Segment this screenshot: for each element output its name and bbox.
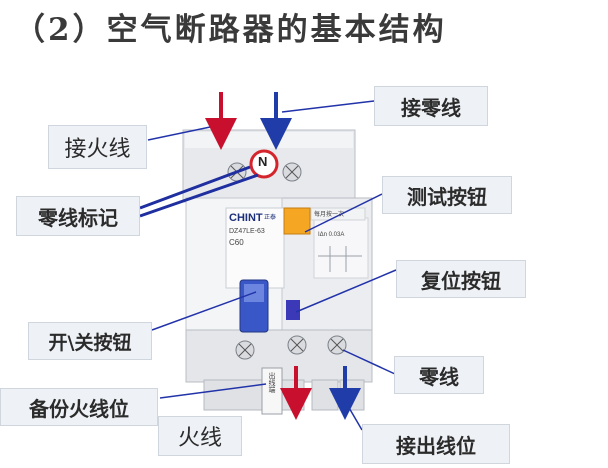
label-live: 火线 xyxy=(158,416,242,456)
neutral-mark-circle xyxy=(249,149,279,179)
label-neutral-in: 接零线 xyxy=(374,86,488,126)
brand-logo: CHINT xyxy=(229,212,263,224)
page-title: （2）空气断路器的基本结构 xyxy=(14,12,447,48)
neutral-symbol: N xyxy=(258,154,268,169)
label-switch-button: 开\关按钮 xyxy=(28,322,152,360)
screw-icon xyxy=(327,335,347,355)
screw-icon xyxy=(235,340,255,360)
outlet-caption: 出线端 xyxy=(268,372,275,393)
test-button xyxy=(283,207,311,235)
brand-tag: 正泰 xyxy=(264,215,277,221)
model-text: DZ47LE-63 xyxy=(229,228,265,235)
spec-line: IΔn 0.03A xyxy=(318,232,345,238)
screw-icon xyxy=(287,335,307,355)
rating-text: C60 xyxy=(229,238,244,247)
label-reset-button: 复位按钮 xyxy=(396,260,526,298)
label-test-button: 测试按钮 xyxy=(382,176,512,214)
reset-button xyxy=(286,300,300,320)
label-output: 接出线位 xyxy=(362,424,510,464)
screw-icon xyxy=(282,162,302,182)
label-spare-live: 备份火线位 xyxy=(0,388,158,426)
label-neutral: 零线 xyxy=(394,356,484,394)
label-live-in: 接火线 xyxy=(48,125,147,169)
test-caption: 每月按一次 xyxy=(314,212,345,218)
label-neutral-mark: 零线标记 xyxy=(16,196,140,236)
